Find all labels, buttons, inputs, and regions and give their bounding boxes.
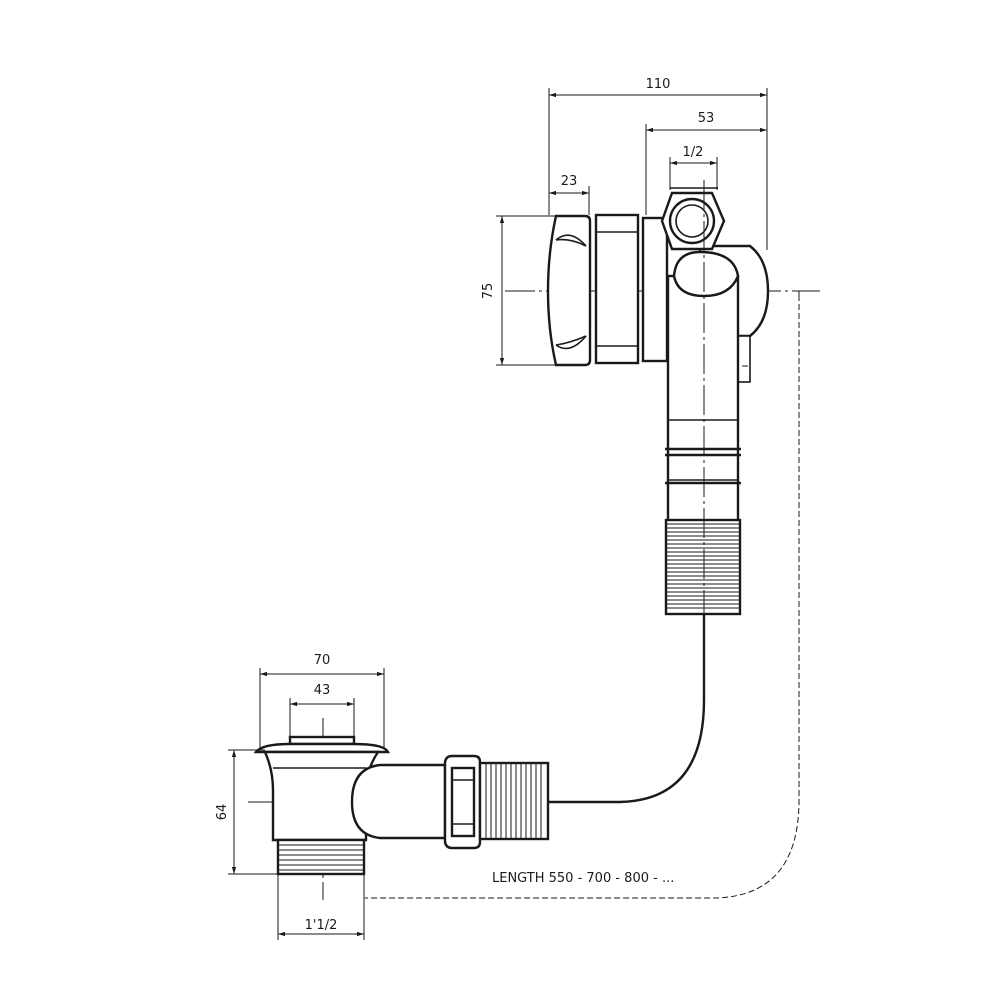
overflow-hex-connection [660,187,726,251]
dim-label-53: 53 [698,111,715,126]
dim-label-70: 70 [314,653,331,668]
overflow-nut [594,213,640,365]
dim-label-75: 75 [481,283,496,300]
length-note: LENGTH 550 - 700 - 800 - ... [492,871,674,886]
waste-elbow [350,763,447,840]
dim-label-half-inch: 1/2 [683,145,704,160]
waste-body [263,750,381,842]
connecting-hose [365,291,800,899]
overflow-washer [641,216,669,363]
dim-label-64: 64 [215,804,230,821]
waste-plug [253,735,390,754]
overflow-pipe [665,250,741,524]
waste-thread [276,838,366,876]
waste-spigot-thread [478,761,550,841]
overflow-knob [546,214,592,367]
dim-label-23: 23 [561,174,578,189]
waste-assembly [248,718,560,900]
dim-label-110: 110 [646,77,671,92]
dim-label-43: 43 [314,683,331,698]
overflow-hose-thread [664,518,742,616]
overflow-assembly [505,180,820,640]
waste-coupling-nut [443,754,482,850]
dimension-lines: 110 53 1/2 23 75 70 43 64 1'1/2 [215,77,768,940]
dim-label-thread: 1'1/2 [305,918,338,933]
